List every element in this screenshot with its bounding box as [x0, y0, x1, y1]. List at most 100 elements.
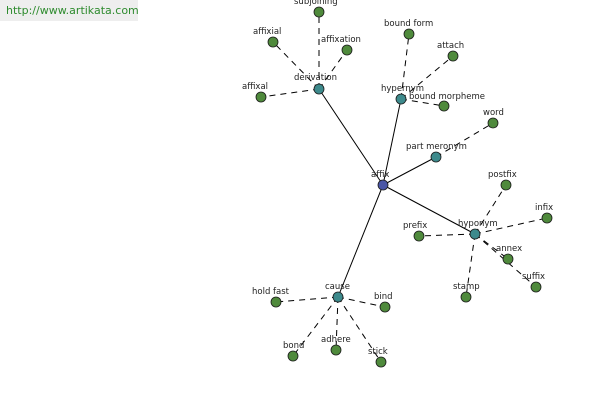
edge-hyponym-infix	[474, 217, 548, 235]
node-circle-bond[interactable]	[287, 350, 299, 362]
node-label-subjoining[interactable]: subjoining	[294, 0, 338, 7]
site-link[interactable]: http://www.artikata.com	[6, 4, 139, 17]
node-bound-form[interactable]: bound form	[384, 19, 433, 40]
node-postfix[interactable]: postfix	[488, 170, 517, 191]
node-affixation[interactable]: affixation	[321, 35, 361, 56]
node-label-hold-fast[interactable]: hold fast	[252, 287, 290, 297]
edge-cause-adhere	[335, 296, 339, 351]
node-circle-affixal[interactable]	[255, 91, 267, 103]
node-circle-derivation[interactable]	[313, 83, 325, 95]
node-subjoining[interactable]: subjoining	[294, 0, 338, 18]
edges-layer	[260, 12, 548, 363]
node-label-bind[interactable]: bind	[374, 292, 393, 302]
edge-hyponym-annex	[474, 233, 509, 260]
node-derivation[interactable]: derivation	[294, 73, 337, 95]
node-label-derivation[interactable]: derivation	[294, 73, 337, 83]
node-label-attach[interactable]: attach	[437, 41, 464, 51]
nodes-layer: affix derivation hypernym part meronym hypon…	[242, 0, 553, 368]
node-label-part-meronym[interactable]: part meronym	[406, 142, 467, 152]
node-label-bond[interactable]: bond	[283, 341, 304, 351]
node-word[interactable]: word	[483, 108, 504, 129]
node-label-bound-form[interactable]: bound form	[384, 19, 433, 29]
node-circle-affix[interactable]	[377, 179, 389, 191]
edge-affix-hyponym	[382, 184, 476, 235]
node-label-affixal[interactable]: affixal	[242, 82, 268, 92]
node-circle-hypernym[interactable]	[395, 93, 407, 105]
edge-cause-bond	[292, 296, 339, 357]
node-circle-adhere[interactable]	[330, 344, 342, 356]
node-hypernym[interactable]: hypernym	[381, 84, 424, 105]
node-label-affixial[interactable]: affixial	[253, 27, 281, 37]
node-circle-bind[interactable]	[379, 301, 391, 313]
node-affix[interactable]: affix	[371, 170, 389, 191]
node-circle-cause[interactable]	[332, 291, 344, 303]
node-circle-postfix[interactable]	[500, 179, 512, 191]
node-label-postfix[interactable]: postfix	[488, 170, 517, 180]
edge-cause-bind	[337, 296, 386, 308]
node-label-stamp[interactable]: stamp	[453, 282, 480, 292]
edge-derivation-affixation	[318, 49, 348, 90]
node-circle-annex[interactable]	[502, 253, 514, 265]
edge-derivation-affixal	[260, 88, 320, 98]
node-label-affixation[interactable]: affixation	[321, 35, 361, 45]
node-circle-subjoining[interactable]	[313, 6, 325, 18]
edge-hypernym-bound-morpheme	[400, 98, 445, 107]
node-annex[interactable]: annex	[496, 244, 522, 265]
node-circle-stamp[interactable]	[460, 291, 472, 303]
node-label-bound-morpheme[interactable]: bound morpheme	[409, 92, 485, 102]
node-circle-word[interactable]	[487, 117, 499, 129]
node-label-prefix[interactable]: prefix	[403, 221, 427, 231]
node-hold-fast[interactable]: hold fast	[252, 287, 290, 308]
node-label-cause[interactable]: cause	[325, 282, 350, 292]
node-cause[interactable]: cause	[325, 282, 350, 303]
node-circle-suffix[interactable]	[530, 281, 542, 293]
node-bound-morpheme[interactable]: bound morpheme	[409, 92, 485, 112]
node-label-annex[interactable]: annex	[496, 244, 522, 254]
node-circle-attach[interactable]	[447, 50, 459, 62]
node-circle-bound-form[interactable]	[403, 28, 415, 40]
node-circle-infix[interactable]	[541, 212, 553, 224]
edge-hyponym-prefix	[418, 233, 476, 237]
node-label-affix[interactable]: affix	[371, 170, 389, 180]
node-label-word[interactable]: word	[483, 108, 504, 118]
node-circle-bound-morpheme[interactable]	[438, 100, 450, 112]
node-suffix[interactable]: suffix	[522, 272, 545, 293]
node-stamp[interactable]: stamp	[453, 282, 480, 303]
node-label-infix[interactable]: infix	[535, 203, 553, 213]
node-adhere[interactable]: adhere	[321, 335, 351, 356]
edge-hypernym-attach	[400, 55, 454, 100]
node-bond[interactable]: bond	[283, 341, 304, 362]
node-infix[interactable]: infix	[535, 203, 553, 224]
node-label-stick[interactable]: stick	[368, 347, 388, 357]
node-circle-prefix[interactable]	[413, 230, 425, 242]
edge-hyponym-postfix	[474, 184, 507, 235]
node-circle-part-meronym[interactable]	[430, 151, 442, 163]
node-circle-hold-fast[interactable]	[270, 296, 282, 308]
node-bind[interactable]: bind	[374, 292, 393, 313]
url-banner: http://www.artikata.com	[0, 0, 139, 21]
node-attach[interactable]: attach	[437, 41, 464, 62]
node-label-hyponym[interactable]: hyponym	[458, 219, 498, 229]
edge-affix-cause	[337, 184, 384, 298]
node-affixial[interactable]: affixial	[253, 27, 281, 48]
edge-affix-part-meronym	[382, 156, 437, 186]
node-stick[interactable]: stick	[368, 347, 388, 368]
edge-part-meronym-word	[435, 122, 494, 158]
edge-cause-hold-fast	[275, 296, 339, 303]
node-label-hypernym[interactable]: hypernym	[381, 84, 424, 94]
edge-hyponym-suffix	[474, 233, 537, 288]
node-part-meronym[interactable]: part meronym	[406, 142, 467, 163]
node-prefix[interactable]: prefix	[403, 221, 427, 242]
edge-affix-derivation	[318, 88, 384, 186]
node-circle-hyponym[interactable]	[469, 228, 481, 240]
node-hyponym[interactable]: hyponym	[458, 219, 498, 240]
node-circle-stick[interactable]	[375, 356, 387, 368]
edge-affix-hypernym	[382, 98, 402, 186]
node-label-adhere[interactable]: adhere	[321, 335, 351, 345]
node-affixal[interactable]: affixal	[242, 82, 268, 103]
node-circle-affixial[interactable]	[267, 36, 279, 48]
node-circle-affixation[interactable]	[341, 44, 353, 56]
node-label-suffix[interactable]: suffix	[522, 272, 545, 282]
